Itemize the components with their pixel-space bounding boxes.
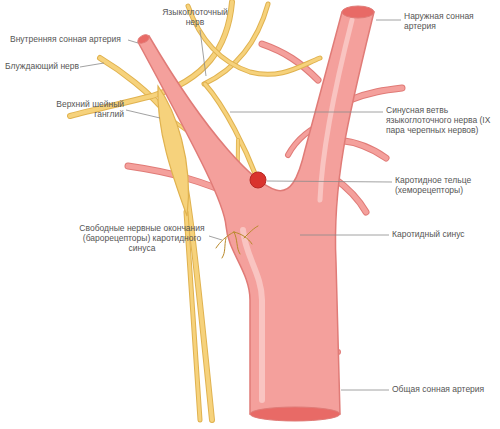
anatomy-label: Наружная сонная артерия: [404, 12, 484, 32]
leader-line: [230, 112, 383, 113]
anatomy-label: Внутренняя сонная артерия: [10, 35, 128, 45]
artery-opening: [342, 6, 374, 18]
leader-line: [128, 40, 138, 43]
leader-line: [200, 30, 206, 76]
leader-line: [341, 390, 389, 391]
sympathetic-trunk: [186, 212, 200, 420]
artery-branch: [350, 88, 402, 100]
leader-line: [80, 63, 104, 67]
anatomy-label: Синусная ветвь языкоглоточного нерва (IX…: [386, 106, 497, 135]
anatomy-label: Общая сонная артерия: [392, 385, 497, 395]
anatomy-label: Верхний шейный ганглий: [48, 100, 124, 120]
nerve-ending: [244, 226, 258, 238]
leader-lines: [80, 20, 401, 390]
nerve-ending: [222, 238, 226, 258]
nerve-ending: [234, 232, 252, 244]
artery-highlight: [320, 20, 352, 200]
leader-line: [300, 235, 389, 236]
leader-line: [209, 236, 222, 240]
nerve-ending: [234, 232, 240, 254]
artery-branch: [350, 88, 402, 100]
sympathetic-trunk: [186, 212, 200, 420]
carotid-arteries: [137, 6, 374, 421]
baroreceptor-endings: [216, 226, 258, 258]
artery-opening: [137, 33, 151, 45]
carotid-body: [250, 172, 266, 188]
leader-line: [126, 110, 160, 118]
leader-line: [267, 181, 392, 182]
anatomy-label: Блуждающий нерв: [5, 62, 95, 72]
artery-highlight: [243, 230, 262, 400]
anatomy-label: Свободные нервные окончания (барорецепто…: [76, 224, 208, 253]
carotid-artery: [138, 12, 374, 414]
anatomy-label: Каротидный синус: [392, 230, 492, 240]
artery-opening: [250, 407, 340, 421]
anatomy-label: Языкоглоточный нерв: [155, 8, 235, 28]
leader-line: [376, 20, 401, 21]
anatomy-label: Каротидное тельце (хеморецепторы): [395, 176, 490, 196]
